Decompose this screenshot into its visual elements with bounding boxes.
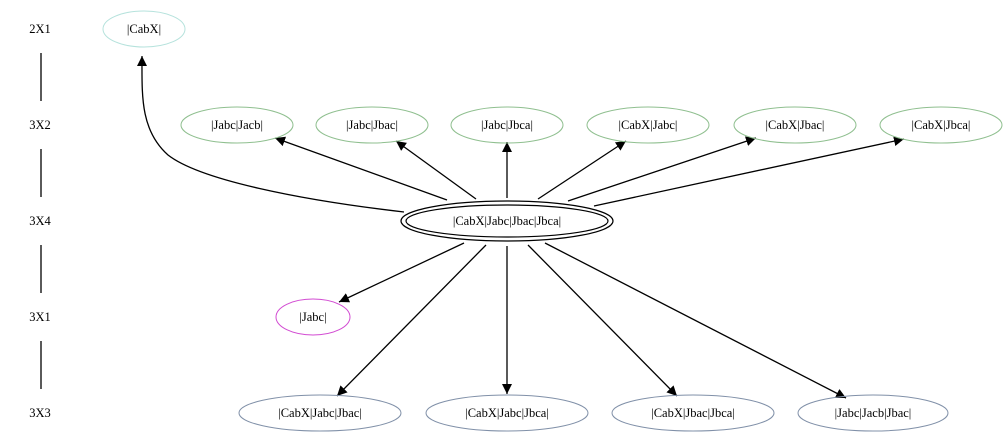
node-label: |Jabc|Jacb| bbox=[211, 118, 263, 132]
node-label: |CabX|Jabc|Jbac| bbox=[278, 406, 362, 420]
edge-center-to-jabc bbox=[338, 242, 465, 303]
node-jabc-jbca: |Jabc|Jbca| bbox=[450, 106, 564, 144]
node-cabx-jbac: |CabX|Jbac| bbox=[733, 106, 857, 144]
edge-center-to-cabx-jbac-jbca bbox=[527, 244, 678, 397]
node-label: |CabX|Jabc| bbox=[619, 118, 678, 132]
node-shape bbox=[238, 394, 402, 432]
node-label: |CabX| bbox=[127, 22, 161, 36]
edge-center-to-jabc-jacb bbox=[274, 136, 448, 201]
node-cabx-jbca: |CabX|Jbca| bbox=[879, 106, 1003, 144]
node-shape bbox=[425, 394, 589, 432]
node-shape bbox=[180, 106, 294, 144]
node-jabc-jacb: |Jabc|Jacb| bbox=[180, 106, 294, 144]
node-shape bbox=[733, 106, 857, 144]
node-label: |Jabc|Jbca| bbox=[481, 118, 533, 132]
edge-center-to-cabx-jabc-jbac bbox=[336, 244, 487, 397]
node-cabx-jabc-jbca: |CabX|Jabc|Jbca| bbox=[425, 394, 589, 432]
node-cabx: |CabX| bbox=[102, 10, 186, 48]
node-label: |Jabc| bbox=[299, 310, 326, 324]
rank-label-3x1: 3X1 bbox=[29, 310, 51, 324]
nodes: |CabX| |Jabc|Jacb| |Jabc|Jbac| |Jabc|Jbc… bbox=[102, 10, 1003, 432]
node-shape bbox=[102, 10, 186, 48]
node-shape bbox=[275, 298, 351, 336]
edge-center-to-cabx-jbca bbox=[593, 136, 905, 207]
node-cabx-jbac-jbca: |CabX|Jbac|Jbca| bbox=[611, 394, 775, 432]
node-label: |CabX|Jbac|Jbca| bbox=[651, 406, 735, 420]
node-center: |CabX|Jabc|Jbac|Jbca| bbox=[400, 200, 614, 242]
node-label: |CabX|Jbca| bbox=[912, 118, 971, 132]
node-label: |Jabc|Jacb|Jbac| bbox=[835, 406, 912, 420]
node-label: |CabX|Jabc|Jbca| bbox=[465, 406, 549, 420]
edge-center-to-cabx-jabc bbox=[537, 140, 627, 200]
node-shape bbox=[879, 106, 1003, 144]
edge-center-to-jabc-jbac bbox=[395, 140, 477, 200]
node-label: |CabX|Jbac| bbox=[766, 118, 825, 132]
node-jabc-jbac: |Jabc|Jbac| bbox=[315, 106, 429, 144]
rank-label-2x1: 2X1 bbox=[29, 22, 51, 36]
edge-center-to-cabx-jbac bbox=[567, 136, 757, 202]
node-jabc: |Jabc| bbox=[275, 298, 351, 336]
node-shape-inner bbox=[405, 204, 609, 238]
node-shape bbox=[450, 106, 564, 144]
rank-label-3x3: 3X3 bbox=[29, 406, 51, 420]
rank-ruler: 2X1 3X2 3X4 3X1 3X3 bbox=[29, 22, 51, 420]
node-cabx-jabc: |CabX|Jabc| bbox=[586, 106, 710, 144]
node-shape bbox=[586, 106, 710, 144]
node-shape bbox=[315, 106, 429, 144]
node-jabc-jacb-jbac: |Jabc|Jacb|Jbac| bbox=[797, 394, 949, 432]
node-cabx-jabc-jbac: |CabX|Jabc|Jbac| bbox=[238, 394, 402, 432]
node-shape bbox=[611, 394, 775, 432]
rank-label-3x4: 3X4 bbox=[29, 214, 51, 228]
edges bbox=[136, 55, 905, 399]
node-shape bbox=[797, 394, 949, 432]
rank-label-3x2: 3X2 bbox=[29, 118, 51, 132]
node-shape-outer bbox=[400, 200, 614, 242]
node-label: |CabX|Jabc|Jbac|Jbca| bbox=[453, 214, 561, 228]
edge-center-to-cabx bbox=[136, 55, 405, 213]
node-label: |Jabc|Jbac| bbox=[346, 118, 398, 132]
edge-center-to-jabc-jacb-jbac bbox=[544, 242, 847, 399]
